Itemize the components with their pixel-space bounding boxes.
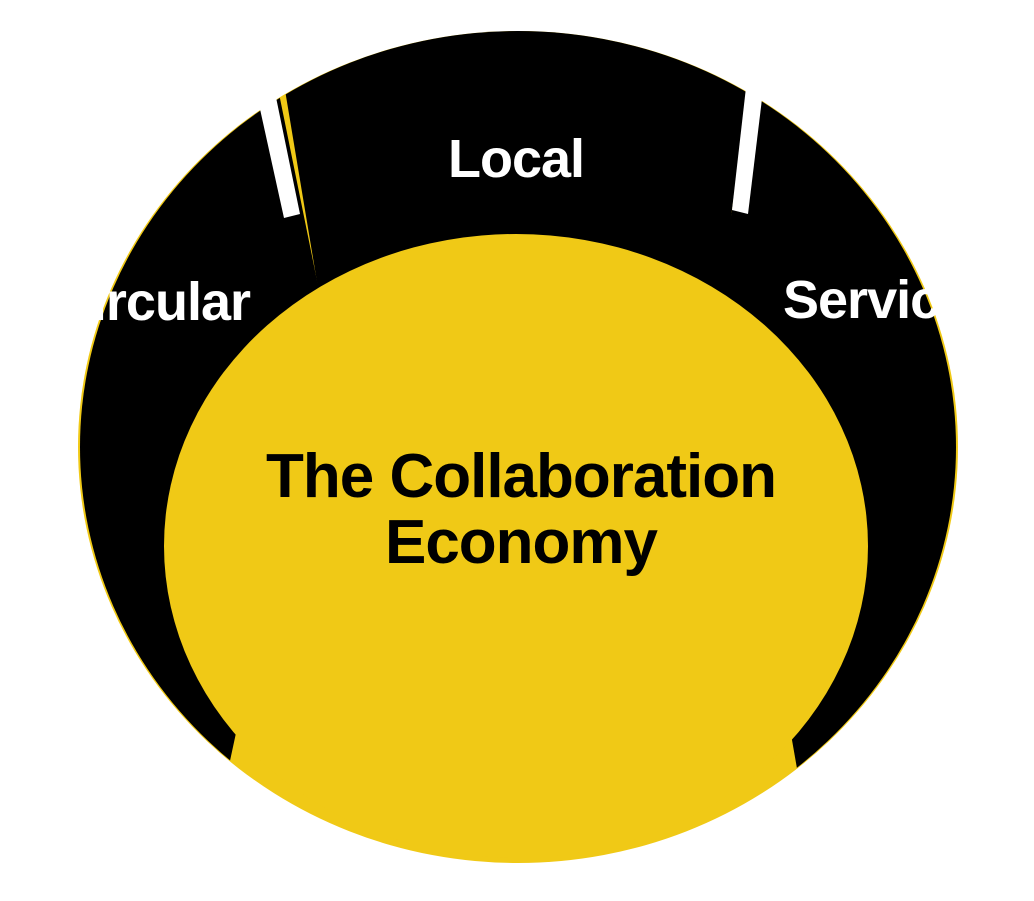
segment-label-services: Services (783, 270, 998, 330)
center-circle (164, 234, 868, 858)
center-title-line-1: The Collaboration (266, 442, 777, 511)
segment-local (270, 31, 760, 300)
center-title-line-2: Economy (384, 508, 658, 577)
center-title: The Collaboration Economy (221, 444, 821, 576)
separator-right (732, 0, 774, 214)
separator-left (236, 0, 300, 218)
segment-label-circular: Circular (53, 272, 251, 332)
segment-label-local: Local (448, 129, 585, 189)
